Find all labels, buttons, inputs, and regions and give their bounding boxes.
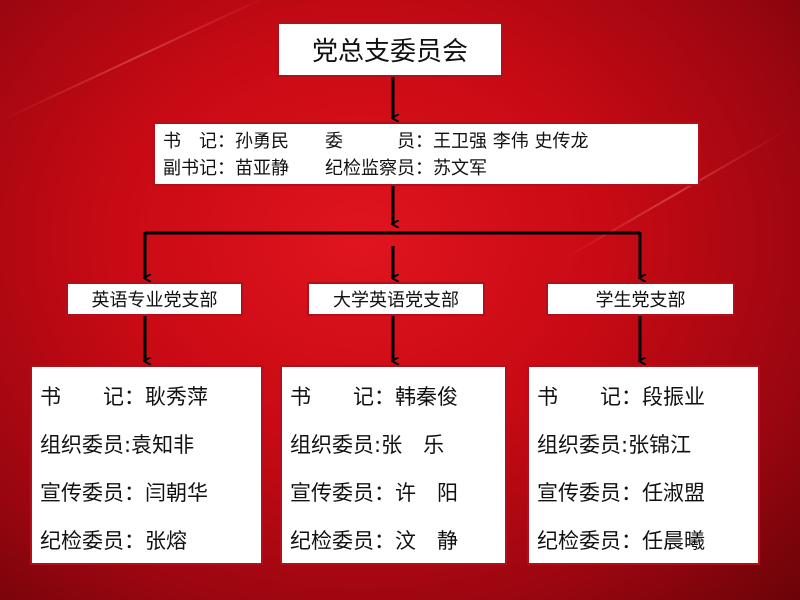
committee-line: 书 记：孙勇民 委 员：王卫强 李伟 史传龙 (163, 131, 589, 152)
member-line: 组织委员:袁知非 (40, 433, 195, 457)
member-line: 组织委员:张锦江 (537, 433, 692, 457)
branch-members-college-english: 书 记：韩秦俊 组织委员:张 乐 宣传委员：许 阳 纪检委员：汶 静 (280, 365, 507, 565)
member-line: 纪检委员：张熔 (40, 529, 187, 553)
branch-college-english: 大学英语党支部 (307, 282, 485, 316)
member-line: 纪检委员：汶 静 (290, 529, 458, 553)
member-line: 组织委员:张 乐 (290, 433, 445, 457)
branch-student: 学生党支部 (546, 282, 735, 316)
branch-english-major: 英语专业党支部 (66, 282, 243, 316)
committee-line: 副书记：苗亚静 纪检监察员：苏文军 (163, 158, 487, 179)
branch-members-student: 书 记：段振业 组织委员:张锦江 宣传委员：任淑盟 纪检委员：任晨曦 (527, 365, 760, 565)
member-line: 书 记：耿秀萍 (40, 385, 208, 409)
member-line: 宣传委员：许 阳 (290, 481, 458, 505)
member-line: 书 记：段振业 (537, 385, 705, 409)
member-line: 宣传委员：闫朝华 (40, 481, 208, 505)
branch-members-english-major: 书 记：耿秀萍 组织委员:袁知非 宣传委员：闫朝华 纪检委员：张熔 (30, 365, 263, 565)
member-line: 纪检委员：任晨曦 (537, 529, 705, 553)
member-line: 书 记：韩秦俊 (290, 385, 458, 409)
committee-members-box: 书 记：孙勇民 委 员：王卫强 李伟 史传龙 副书记：苗亚静 纪检监察员：苏文军 (153, 122, 700, 186)
general-committee-title: 党总支委员会 (277, 22, 503, 77)
member-line: 宣传委员：任淑盟 (537, 481, 705, 505)
